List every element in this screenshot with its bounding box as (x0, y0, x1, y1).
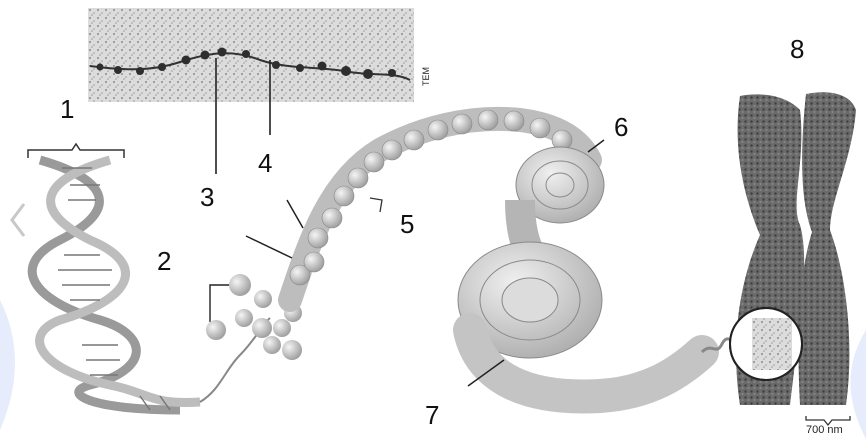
tem-label: TEM (421, 67, 431, 86)
metaphase-chromosome (730, 92, 856, 425)
label-5: 5 (400, 211, 414, 237)
label-2: 2 (157, 248, 171, 274)
dna-double-helix (32, 160, 200, 410)
leader-fiber (287, 200, 303, 228)
helix-bracket (28, 144, 124, 158)
label-1: 1 (60, 96, 74, 122)
previous-slide-button[interactable] (6, 200, 30, 240)
coiled-loops (458, 147, 740, 396)
label-6: 6 (614, 114, 628, 140)
label-8: 8 (790, 36, 804, 62)
label-4: 4 (258, 150, 272, 176)
label-7: 7 (425, 402, 439, 428)
right-accent (851, 330, 866, 439)
leader-2 (246, 236, 292, 258)
tem-micrograph (88, 8, 414, 102)
label-3: 3 (200, 184, 214, 210)
scale-bar-label: 700 nm (806, 424, 843, 436)
chevron-left-icon (6, 200, 30, 240)
left-accent (0, 300, 15, 430)
